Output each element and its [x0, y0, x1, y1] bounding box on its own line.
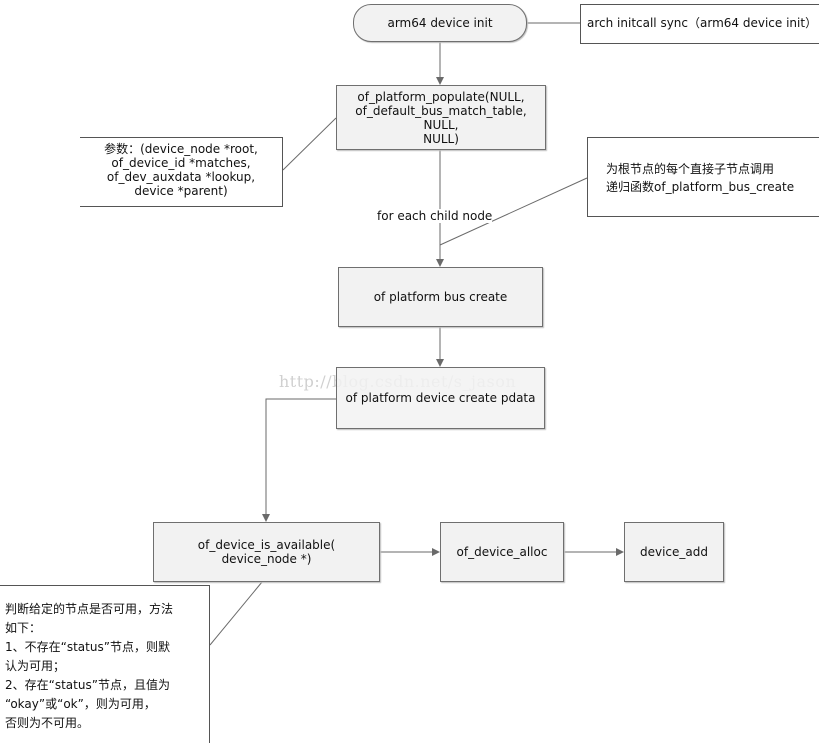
connector-params-note [282, 117, 337, 171]
note-arch-initcall: arch initcall sync（arm64 device init） [580, 4, 819, 44]
populate-line-1: of_platform_populate(NULL, [357, 89, 525, 104]
recursive-line-2: 递归函数of_platform_bus_create [606, 180, 795, 194]
note-params: 参数：(device_node *root, of_device_id *mat… [80, 137, 283, 207]
available-note-line-5: 2、存在“status”节点，且值为 [5, 678, 170, 692]
node-device-add: device_add [624, 522, 724, 582]
node-arm64-device-init-label: arm64 device init [387, 16, 493, 30]
note-arch-initcall-text: arch initcall sync（arm64 device init） [587, 16, 818, 30]
node-arm64-device-init: arm64 device init [353, 4, 527, 42]
params-line-2: of_device_id *matches, [111, 156, 251, 170]
populate-line-4: NULL) [423, 131, 459, 146]
note-recursive: 为根节点的每个直接子节点调用 递归函数of_platform_bus_creat… [587, 137, 819, 217]
available-line-2: device_node *) [221, 552, 312, 566]
available-note-line-2: 如下： [5, 621, 42, 635]
edge-label-for-each-child: for each child node [377, 209, 493, 223]
available-note-line-1: 判断给定的节点是否可用，方法 [5, 602, 174, 616]
node-of-platform-populate: of_platform_populate(NULL, of_default_bu… [336, 85, 546, 150]
populate-line-2: of_default_bus_match_table, [355, 103, 527, 118]
params-line-4: device *parent) [134, 184, 228, 198]
available-line-1: of_device_is_available( [197, 538, 336, 552]
params-line-3: of_dev_auxdata *lookup, [106, 170, 256, 184]
params-line-1: 参数：(device_node *root, [104, 142, 258, 156]
node-alloc-label: of_device_alloc [456, 545, 548, 559]
node-of-platform-device-create-pdata: of platform device create pdata [336, 367, 545, 429]
available-note-line-4: 认为可用； [5, 659, 66, 673]
populate-line-3: NULL, [423, 117, 459, 132]
node-of-device-is-available: of_device_is_available( device_node *) [153, 522, 380, 582]
note-available: 判断给定的节点是否可用，方法 如下： 1、不存在“status”节点，则默 认为… [0, 585, 210, 743]
available-note-line-3: 1、不存在“status”节点，则默 [5, 640, 170, 654]
available-note-line-7: 否则为不可用。 [5, 716, 90, 730]
available-note-line-6: “okay”或“ok”，则为可用， [5, 697, 156, 711]
connector-available-note [209, 581, 263, 646]
recursive-line-1: 为根节点的每个直接子节点调用 [606, 162, 775, 176]
arrow-pdata-to-available [262, 398, 336, 522]
node-of-device-alloc: of_device_alloc [440, 522, 564, 582]
node-device-add-label: device_add [639, 545, 708, 559]
node-pdata-label: of platform device create pdata [345, 391, 536, 405]
node-of-platform-bus-create: of platform bus create [338, 267, 543, 327]
node-bus-create-label: of platform bus create [373, 290, 508, 304]
connector-recursive-note [439, 177, 588, 246]
